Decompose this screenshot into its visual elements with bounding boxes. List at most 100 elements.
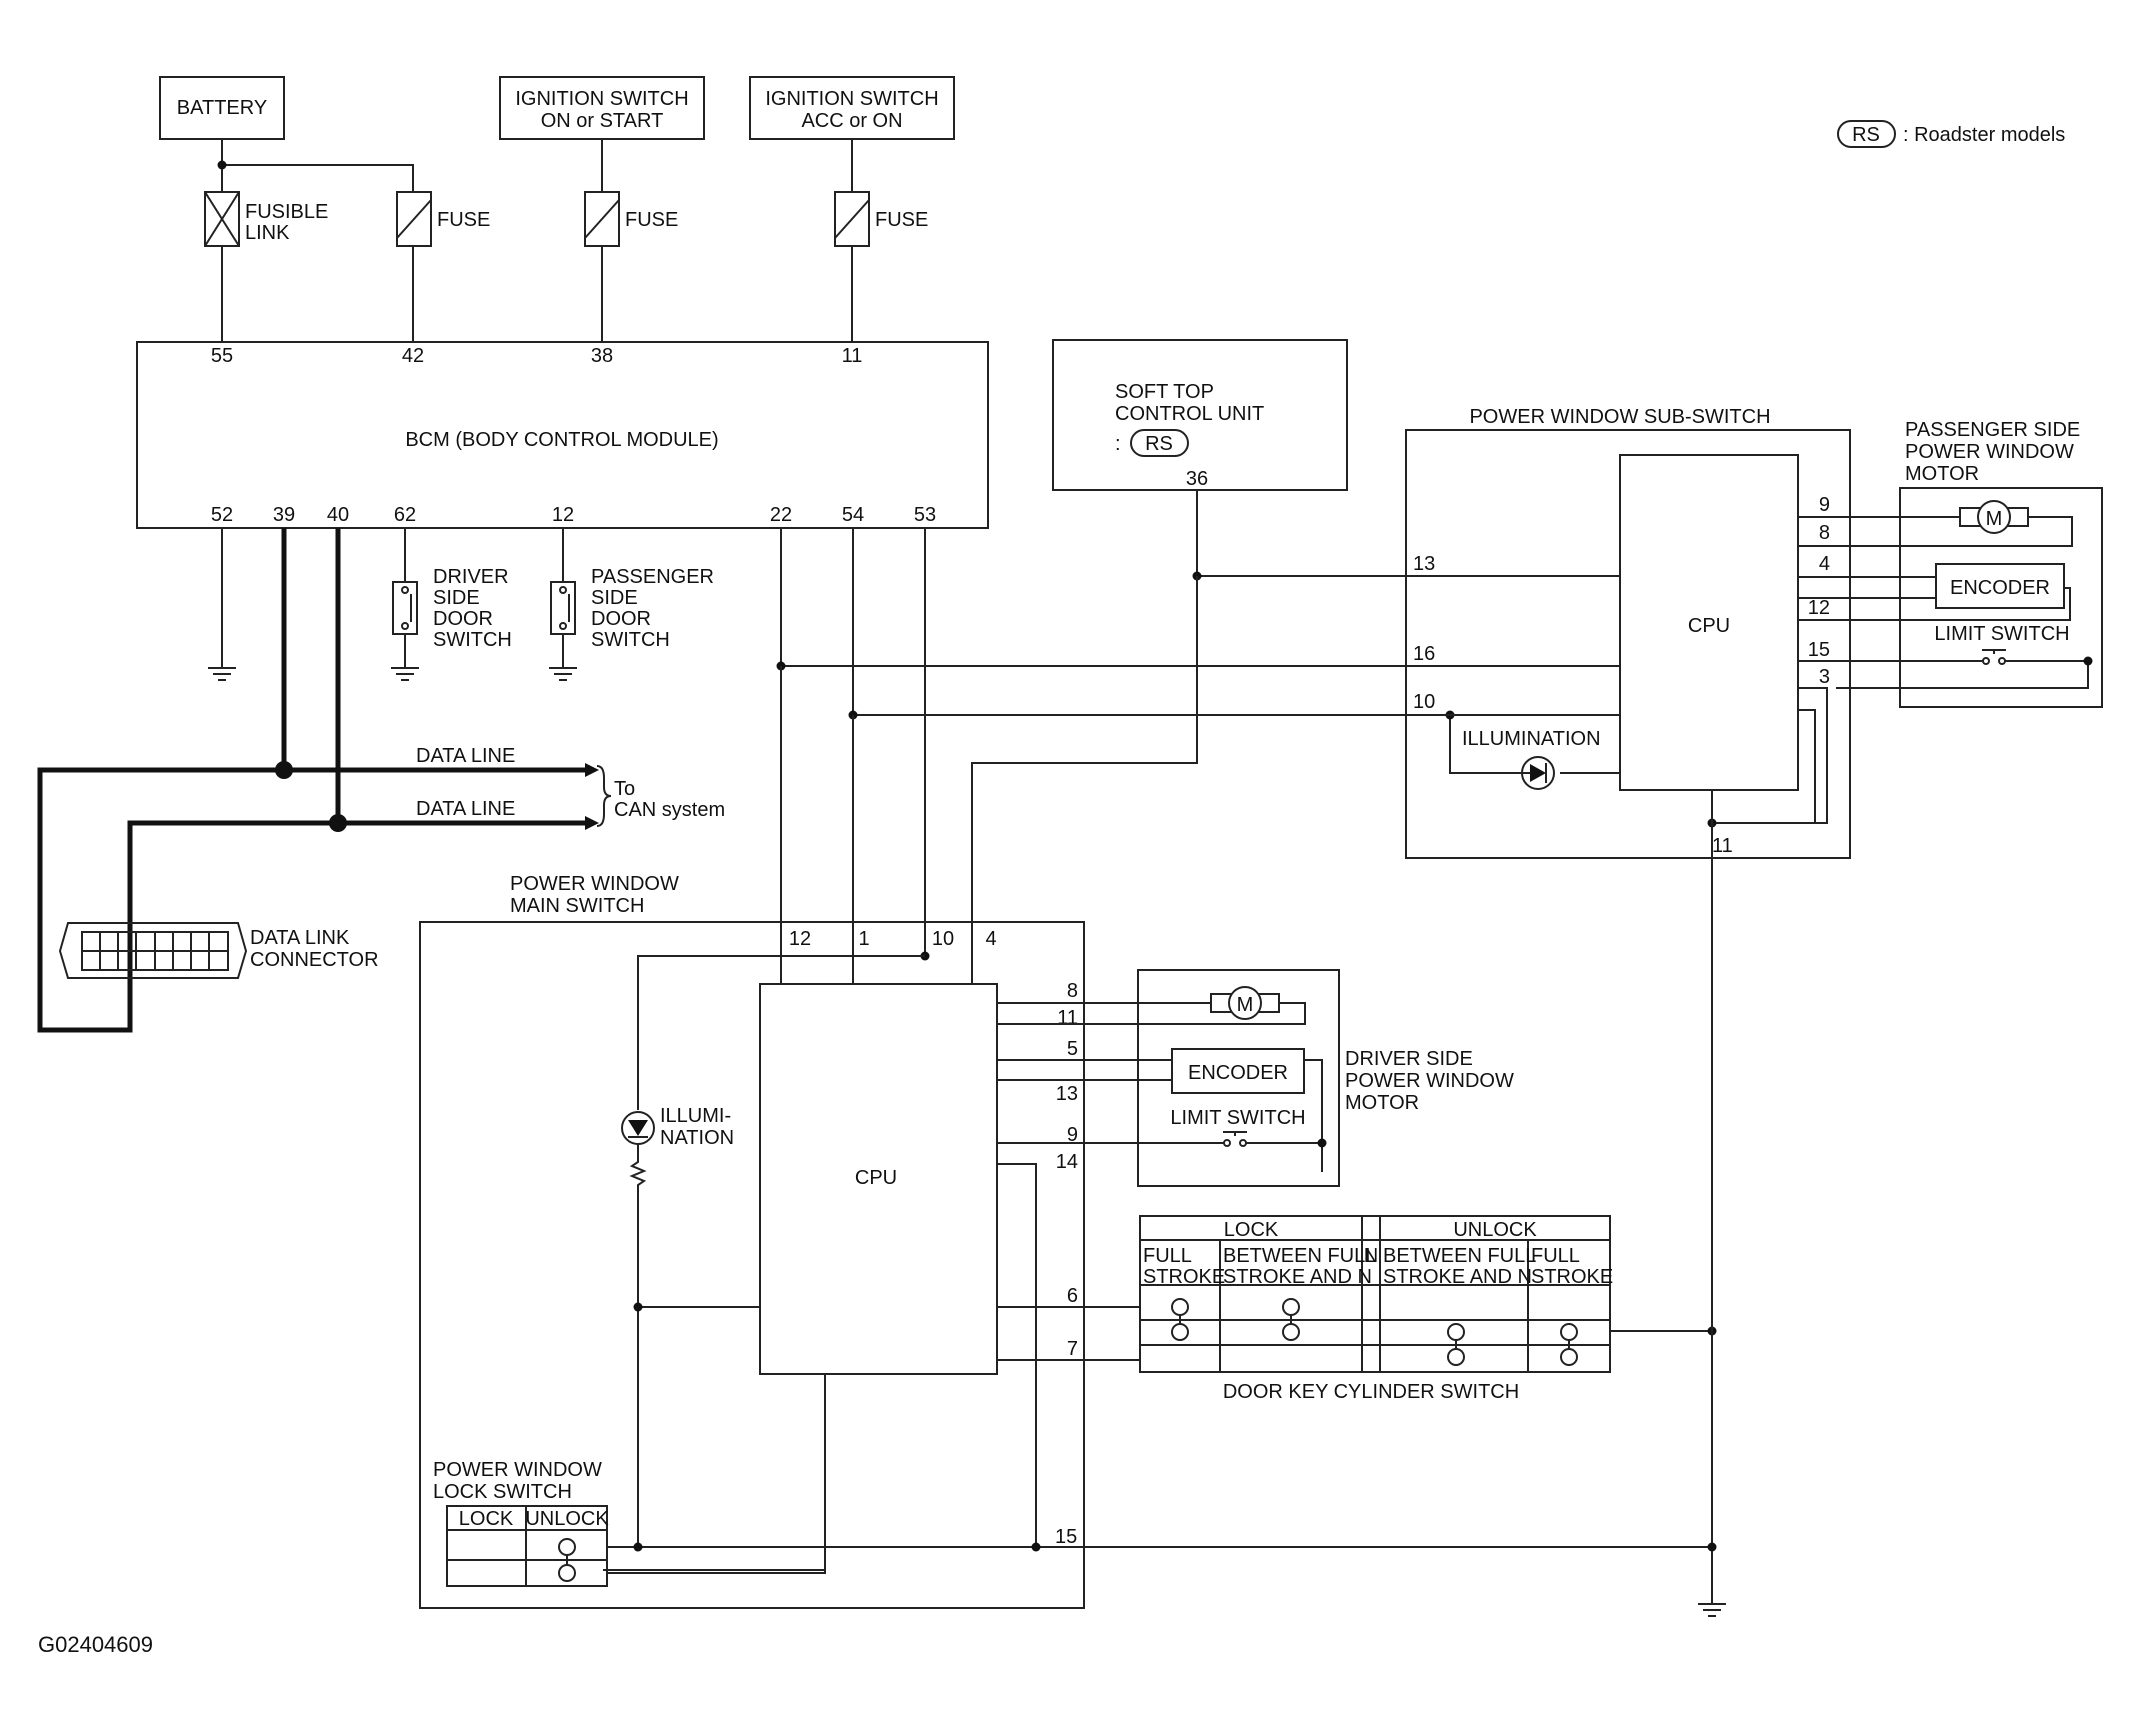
key-cyl-lock-full-1: FULL [1143,1245,1192,1267]
bcm-pin-53: 53 [914,504,936,526]
main-switch-pin-7: 7 [1067,1338,1078,1360]
arrow-icon [585,763,599,777]
soft-top-colon: : [1115,433,1121,455]
passenger-motor-title-1: PASSENGER SIDE [1905,419,2080,441]
soft-top-label-1: SOFT TOP [1115,381,1214,403]
key-cyl-lock-between-1: BETWEEN FULL [1223,1245,1376,1267]
passenger-motor-box [1899,487,2103,708]
driver-motor-icon: M [1210,986,1280,1020]
bcm-pin-39: 39 [273,504,295,526]
key-cyl-unlock-label: UNLOCK [1453,1219,1537,1241]
passenger-door-switch-label-2: SIDE [591,587,638,609]
main-switch-pin-15: 15 [1055,1526,1077,1548]
fuse-icon [396,191,432,247]
passenger-door-switch-label-4: SWITCH [591,629,670,651]
fusible-link-label-1: FUSIBLE [245,201,328,223]
ground-icon [391,667,419,681]
main-switch-cpu-box [759,983,998,1375]
key-cyl-n-label: N [1364,1245,1378,1267]
legend-text: : Roadster models [1903,124,2065,146]
main-illumination-label-1: ILLUMI- [660,1105,731,1127]
bcm-pin-62: 62 [394,504,416,526]
main-switch-pin-1: 1 [858,928,869,950]
driver-door-switch-label-4: SWITCH [433,629,512,651]
battery-box: BATTERY [159,76,285,140]
sub-switch-pin-12: 12 [1808,597,1830,619]
data-link-connector-icon [58,922,248,979]
brace-icon [596,765,612,827]
battery-label: BATTERY [177,97,267,119]
main-illumination-label-2: NATION [660,1127,734,1149]
sub-switch-illumination-label: ILLUMINATION [1462,728,1601,750]
key-cyl-unlock-between-2: STROKE AND N [1383,1266,1532,1288]
legend-symbol: RS [1852,124,1880,146]
ignition-acc-on-line2: ACC or ON [801,110,902,132]
driver-door-switch-icon [392,581,418,635]
passenger-motor-m: M [1986,508,2003,530]
can-to-label: To [614,778,635,800]
key-cyl-unlock-full-1: FULL [1531,1245,1580,1267]
bcm-label: BCM (BODY CONTROL MODULE) [405,429,718,451]
fuse-icon [834,191,870,247]
ground-icon [1698,1603,1726,1617]
fuse-label-42: FUSE [437,209,490,231]
bcm-pin-54: 54 [842,504,864,526]
ignition-on-start-line2: ON or START [541,110,664,132]
fusible-link-icon [204,191,240,247]
key-cyl-title: DOOR KEY CYLINDER SWITCH [1223,1381,1519,1403]
passenger-door-switch-label-3: DOOR [591,608,651,630]
data-link-connector-label-2: CONNECTOR [250,949,379,971]
sub-switch-title: POWER WINDOW SUB-SWITCH [1469,406,1770,428]
data-link-connector-label-1: DATA LINK [250,927,350,949]
ground-icon [208,667,236,681]
key-cyl-unlock-full-2: STROKE [1531,1266,1613,1288]
sub-switch-pin-9: 9 [1819,494,1830,516]
arrow-icon [585,816,599,830]
passenger-limit-switch-icon [1836,649,2089,689]
driver-encoder-label: ENCODER [1188,1062,1288,1084]
passenger-door-switch-icon [550,581,576,635]
key-cyl-unlock-between-1: BETWEEN FULL [1383,1245,1536,1267]
main-switch-pin-4: 4 [985,928,996,950]
sub-switch-pin-16: 16 [1413,643,1435,665]
driver-motor-box [1137,969,1340,1187]
illumination-led-icon [1521,756,1555,790]
key-cyl-lock-label: LOCK [1224,1219,1279,1241]
main-switch-pin-9: 9 [1067,1124,1078,1146]
bcm-pin-52: 52 [211,504,233,526]
main-switch-pin-10: 10 [932,928,954,950]
main-switch-pin-6: 6 [1067,1285,1078,1307]
sub-switch-cpu-box [1619,454,1799,791]
bcm-pin-42: 42 [402,345,424,367]
bcm-pin-55: 55 [211,345,233,367]
sub-switch-pin-11: 11 [1712,835,1733,857]
lock-switch-unlock-label: UNLOCK [525,1508,609,1530]
legend: RS : Roadster models [1837,120,2065,148]
driver-motor-title-1: DRIVER SIDE [1345,1048,1473,1070]
soft-top-pin-36: 36 [1186,468,1208,490]
driver-encoder-box [1171,1048,1305,1094]
bcm-pin-40: 40 [327,504,349,526]
key-cyl-lock-full-2: STROKE [1143,1266,1225,1288]
sub-switch-pin-15: 15 [1808,639,1830,661]
sub-switch-pin-8: 8 [1819,522,1830,544]
passenger-limit-switch-label: LIMIT SWITCH [1934,623,2069,645]
bcm-box: BCM (BODY CONTROL MODULE) [136,341,989,529]
passenger-motor-title-2: POWER WINDOW [1905,441,2074,463]
bcm-pin-22: 22 [770,504,792,526]
passenger-encoder-box [1935,563,2065,609]
bcm-pin-38: 38 [591,345,613,367]
sub-switch-cpu-label: CPU [1688,615,1730,637]
driver-motor-title-3: MOTOR [1345,1092,1419,1114]
sub-switch-pin-10: 10 [1413,691,1435,713]
main-switch-title-2: MAIN SWITCH [510,895,644,917]
driver-limit-switch-icon [1221,1131,1322,1147]
door-key-cylinder-switch [1139,1215,1611,1373]
driver-motor-m: M [1237,994,1254,1016]
soft-top-label-2: CONTROL UNIT [1115,403,1264,425]
main-switch-title-1: POWER WINDOW [510,873,679,895]
fuse-label-11: FUSE [875,209,928,231]
lock-switch-title-1: POWER WINDOW [433,1459,602,1481]
fuse-label-38: FUSE [625,209,678,231]
